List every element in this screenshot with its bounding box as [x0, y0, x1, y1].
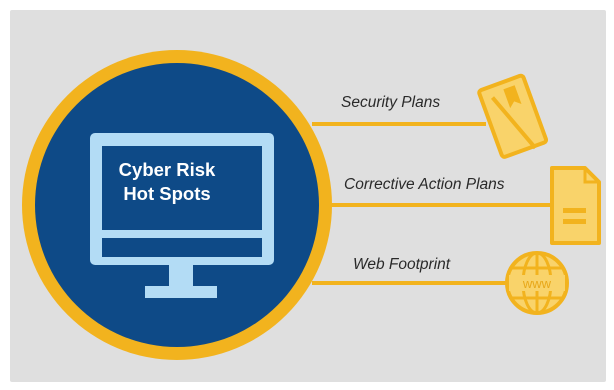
book-icon [477, 73, 549, 159]
document-icon [550, 166, 601, 245]
hub-title: Cyber Risk Hot Spots [108, 158, 226, 206]
www-icon-text: www [522, 276, 552, 291]
hub-title-line1: Cyber Risk [118, 159, 216, 180]
hub-title-line2: Hot Spots [123, 183, 211, 204]
label-corrective-action-plans: Corrective Action Plans [344, 176, 505, 193]
label-web-footprint: Web Footprint [353, 256, 451, 273]
monitor-icon [90, 133, 274, 298]
globe-www-icon: www [505, 251, 569, 315]
label-security-plans: Security Plans [341, 94, 441, 111]
